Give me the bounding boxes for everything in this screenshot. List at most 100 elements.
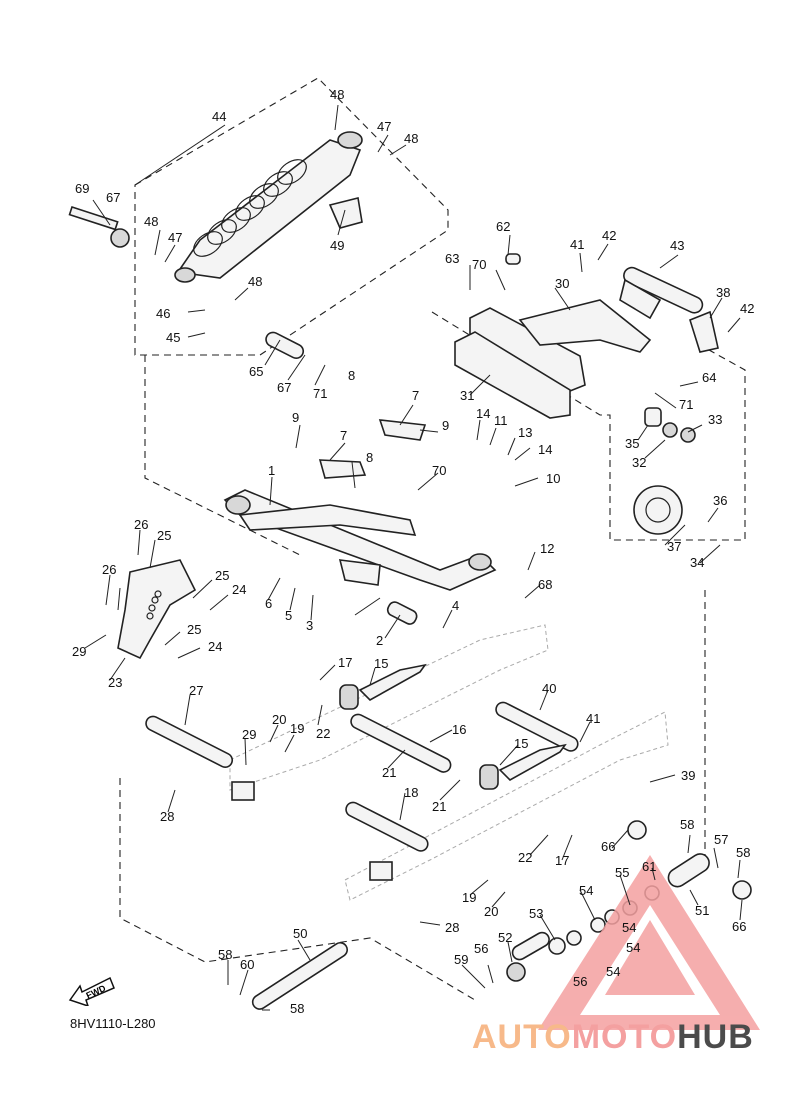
part-number-label: 63 <box>445 251 459 266</box>
part-number-label: 28 <box>445 920 459 935</box>
part-number-label: 70 <box>432 463 446 478</box>
part-number-label: 24 <box>208 639 222 654</box>
part-number-label: 13 <box>518 425 532 440</box>
part-number-label: 6 <box>265 596 272 611</box>
part-number-label: 68 <box>538 577 552 592</box>
part-number-label: 36 <box>713 493 727 508</box>
front-arm-1 <box>223 419 497 591</box>
part-number-label: 40 <box>542 681 556 696</box>
part-number-label: 14 <box>476 406 490 421</box>
part-number-label: 69 <box>75 181 89 196</box>
part-number-label: 20 <box>272 712 286 727</box>
part-number-label: 11 <box>494 413 508 428</box>
part-number-label: 67 <box>277 380 291 395</box>
part-number-label: 54 <box>622 920 636 935</box>
part-number-label: 19 <box>462 890 476 905</box>
part-number-label: 56 <box>573 974 587 989</box>
part-number-label: 9 <box>292 410 299 425</box>
part-number-label: 51 <box>695 903 709 918</box>
part-number-label: 37 <box>667 539 681 554</box>
part-number-label: 35 <box>625 436 639 451</box>
part-number-label: 71 <box>313 386 327 401</box>
part-number-label: 46 <box>156 306 170 321</box>
part-number-label: 9 <box>442 418 449 433</box>
part-number-label: 4 <box>452 598 459 613</box>
part-number-label: 61 <box>642 859 656 874</box>
part-number-label: 27 <box>189 683 203 698</box>
part-number-label: 21 <box>432 799 446 814</box>
part-number-label: 45 <box>166 330 180 345</box>
shafts <box>145 331 710 1010</box>
logo-part-moto: MOTO <box>571 1018 678 1056</box>
part-number-label: 23 <box>108 675 122 690</box>
part-number-label: 8 <box>366 450 373 465</box>
part-number-label: 47 <box>377 119 391 134</box>
part-number-label: 50 <box>293 926 307 941</box>
part-number-label: 54 <box>606 964 620 979</box>
part-number-label: 3 <box>306 618 313 633</box>
part-number-label: 12 <box>540 541 554 556</box>
part-number-label: 25 <box>215 568 229 583</box>
part-number-label: 70 <box>472 257 486 272</box>
part-number-label: 38 <box>716 285 730 300</box>
dashed-group-outlines <box>119 77 746 1001</box>
part-number-label: 58 <box>218 947 232 962</box>
part-number-label: 26 <box>102 562 116 577</box>
part-number-label: 22 <box>316 726 330 741</box>
part-number-label: 29 <box>242 727 256 742</box>
part-number-label: 54 <box>579 883 593 898</box>
part-number-label: 52 <box>498 930 512 945</box>
part-number-label: 22 <box>518 850 532 865</box>
part-number-label: 58 <box>680 817 694 832</box>
part-number-label: 54 <box>626 940 640 955</box>
logo-part-auto: AUTO <box>472 1018 572 1056</box>
part-number-label: 43 <box>670 238 684 253</box>
part-number-label: 71 <box>679 397 693 412</box>
part-number-label: 58 <box>736 845 750 860</box>
part-number-label: 55 <box>615 865 629 880</box>
part-number-label: 49 <box>330 238 344 253</box>
part-number-label: 66 <box>732 919 746 934</box>
part-number-label: 41 <box>570 237 584 252</box>
idler-wheel <box>633 407 696 535</box>
part-number-label: 26 <box>134 517 148 532</box>
part-number-label: 5 <box>285 608 292 623</box>
part-number-label: 48 <box>144 214 158 229</box>
part-number-label: 34 <box>690 555 704 570</box>
part-number-label: 31 <box>460 388 474 403</box>
part-number-label: 24 <box>232 582 246 597</box>
part-number-label: 58 <box>290 1001 304 1016</box>
part-number-label: 42 <box>740 301 754 316</box>
bracket-plate-23 <box>117 559 197 660</box>
watermark-logo: AUTOMOTOHUB <box>472 1018 754 1057</box>
part-number-label: 57 <box>714 832 728 847</box>
part-number-label: 62 <box>496 219 510 234</box>
part-number-label: 14 <box>538 442 552 457</box>
part-number-label: 48 <box>330 87 344 102</box>
part-number-label: 17 <box>338 655 352 670</box>
part-number-label: 60 <box>240 957 254 972</box>
part-number-label: 56 <box>474 941 488 956</box>
watermark-triangles <box>538 855 760 1030</box>
part-number-label: 16 <box>452 722 466 737</box>
rear-arm-30 <box>454 253 719 419</box>
rails-outline <box>229 624 669 901</box>
part-number-label: 25 <box>157 528 171 543</box>
part-number-label: 21 <box>382 765 396 780</box>
part-number-label: 28 <box>160 809 174 824</box>
leader-lines <box>84 104 743 1011</box>
part-number-label: 48 <box>248 274 262 289</box>
shock-absorber <box>174 131 363 283</box>
forward-arrow-icon: FWD <box>68 966 118 1011</box>
part-number-label: 30 <box>555 276 569 291</box>
torsion-springs <box>339 663 567 790</box>
part-number-label: 18 <box>404 785 418 800</box>
part-number-label: 59 <box>454 952 468 967</box>
part-number-label: 42 <box>602 228 616 243</box>
part-number-label: 2 <box>376 633 383 648</box>
part-number-label: 32 <box>632 455 646 470</box>
part-number-label: 10 <box>546 471 560 486</box>
part-number-label: 39 <box>681 768 695 783</box>
part-number-label: 47 <box>168 230 182 245</box>
